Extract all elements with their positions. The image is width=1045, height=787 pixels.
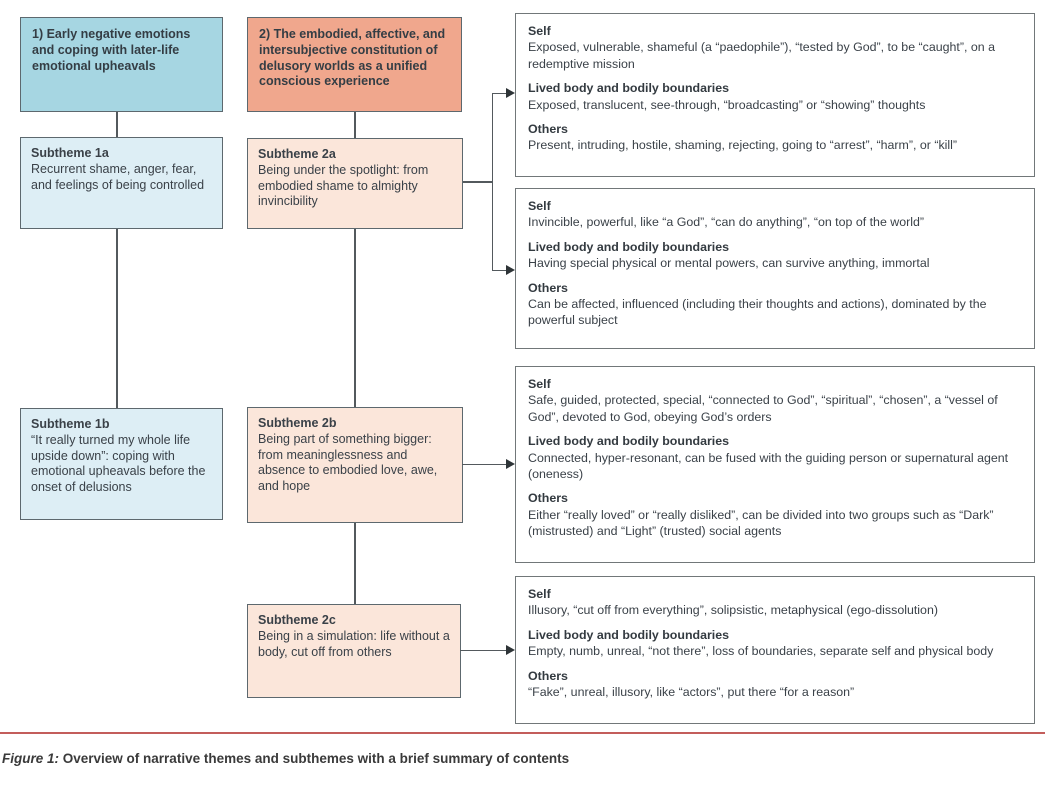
subtheme-box-1b: Subtheme 1b “It really turned my whole l… bbox=[20, 408, 223, 520]
subtheme-title: Subtheme 1b bbox=[31, 417, 110, 431]
section-heading: Self bbox=[528, 587, 551, 601]
subtheme-box-2a: Subtheme 2a Being under the spotlight: f… bbox=[247, 138, 463, 229]
section-text: Having special physical or mental powers… bbox=[528, 256, 930, 271]
summary-box-3: Self Safe, guided, protected, special, “… bbox=[515, 366, 1035, 563]
section-text: Safe, guided, protected, special, “conne… bbox=[528, 393, 998, 424]
summary-section: Lived body and bodily boundaries Having … bbox=[528, 239, 1022, 272]
arrow-to-summary2-icon bbox=[506, 265, 515, 275]
subtheme-description: Recurrent shame, anger, fear, and feelin… bbox=[31, 161, 205, 192]
summary-section: Self Invincible, powerful, like “a God”,… bbox=[528, 198, 1022, 231]
connector-2b-to-2c bbox=[354, 523, 356, 604]
section-text: Empty, numb, unreal, “not there”, loss o… bbox=[528, 644, 994, 659]
subtheme-box-2b: Subtheme 2b Being part of something bigg… bbox=[247, 407, 463, 523]
section-text: “Fake”, unreal, illusory, like “actors”,… bbox=[528, 684, 855, 699]
figure-caption-text: Overview of narrative themes and subthem… bbox=[59, 751, 570, 766]
section-heading: Lived body and bodily boundaries bbox=[528, 239, 730, 254]
section-heading: Self bbox=[528, 199, 551, 213]
connector-2a-branch-stub bbox=[463, 181, 493, 183]
figure-rule bbox=[0, 732, 1045, 734]
summary-box-1: Self Exposed, vulnerable, shameful (a “p… bbox=[515, 13, 1035, 177]
section-text: Can be affected, influenced (including t… bbox=[528, 296, 987, 328]
summary-box-2: Self Invincible, powerful, like “a God”,… bbox=[515, 188, 1035, 349]
subtheme-description: Being under the spotlight: from embodied… bbox=[258, 162, 429, 209]
section-heading: Self bbox=[528, 377, 551, 391]
summary-section: Lived body and bodily boundaries Connect… bbox=[528, 433, 1022, 482]
connector-2c-to-summary4 bbox=[460, 649, 507, 652]
subtheme-description: Being part of something bigger: from mea… bbox=[258, 431, 438, 493]
section-text: Invincible, powerful, like “a God”, “can… bbox=[528, 215, 925, 230]
section-heading: Others bbox=[528, 491, 568, 506]
section-heading: Others bbox=[528, 121, 568, 136]
section-text: Exposed, vulnerable, shameful (a “paedop… bbox=[528, 40, 995, 71]
section-heading: Lived body and bodily boundaries bbox=[528, 81, 730, 96]
connector-2a-to-summary1 bbox=[492, 92, 507, 95]
connector-2b-to-summary3 bbox=[462, 463, 507, 466]
subtheme-description: “It really turned my whole life upside d… bbox=[31, 432, 206, 494]
section-text: Illusory, “cut off from everything”, sol… bbox=[528, 603, 938, 618]
summary-section: Self Safe, guided, protected, special, “… bbox=[528, 376, 1022, 425]
subtheme-title: Subtheme 1a bbox=[31, 146, 109, 160]
connector-2a-branch-vertical bbox=[491, 93, 494, 271]
section-heading: Others bbox=[528, 280, 568, 295]
theme-box-1: 1) Early negative emotions and coping wi… bbox=[20, 17, 223, 112]
summary-section: Self Illusory, “cut off from everything”… bbox=[528, 586, 1022, 619]
subtheme-title: Subtheme 2c bbox=[258, 613, 336, 627]
section-text: Either “really loved” or “really dislike… bbox=[528, 507, 994, 538]
arrow-to-summary1-icon bbox=[506, 88, 515, 98]
summary-section: Lived body and bodily boundaries Empty, … bbox=[528, 627, 1022, 660]
connector-theme1-to-1a bbox=[116, 112, 118, 137]
arrow-to-summary4-icon bbox=[506, 645, 515, 655]
connector-1a-to-1b bbox=[116, 229, 118, 408]
subtheme-description: Being in a simulation: life without a bo… bbox=[258, 628, 450, 659]
theme-box-2: 2) The embodied, affective, and intersub… bbox=[247, 17, 462, 112]
section-text: Connected, hyper-resonant, can be fused … bbox=[528, 450, 1009, 481]
subtheme-box-2c: Subtheme 2c Being in a simulation: life … bbox=[247, 604, 461, 698]
section-heading: Lived body and bodily boundaries bbox=[528, 434, 730, 449]
section-heading: Lived body and bodily boundaries bbox=[528, 627, 730, 642]
summary-section: Others Either “really loved” or “really … bbox=[528, 490, 1022, 539]
subtheme-title: Subtheme 2a bbox=[258, 147, 336, 161]
section-text: Present, intruding, hostile, shaming, re… bbox=[528, 138, 958, 153]
connector-2a-to-2b bbox=[354, 229, 356, 407]
figure-caption-label: Figure 1: bbox=[2, 751, 60, 766]
subtheme-box-1a: Subtheme 1a Recurrent shame, anger, fear… bbox=[20, 137, 223, 229]
summary-section: Self Exposed, vulnerable, shameful (a “p… bbox=[528, 23, 1022, 72]
summary-box-4: Self Illusory, “cut off from everything”… bbox=[515, 576, 1035, 724]
connector-theme2-to-2a bbox=[354, 112, 356, 138]
arrow-to-summary3-icon bbox=[506, 459, 515, 469]
section-heading: Others bbox=[528, 668, 568, 683]
subtheme-title: Subtheme 2b bbox=[258, 416, 337, 430]
section-text: Exposed, translucent, see-through, “broa… bbox=[528, 97, 926, 112]
summary-section: Lived body and bodily boundaries Exposed… bbox=[528, 80, 1022, 113]
figure-caption: Figure 1: Overview of narrative themes a… bbox=[2, 751, 569, 766]
summary-section: Others “Fake”, unreal, illusory, like “a… bbox=[528, 668, 1022, 701]
section-heading: Self bbox=[528, 24, 551, 38]
summary-section: Others Present, intruding, hostile, sham… bbox=[528, 121, 1022, 154]
summary-section: Others Can be affected, influenced (incl… bbox=[528, 280, 1022, 329]
connector-2a-to-summary2 bbox=[492, 269, 507, 272]
